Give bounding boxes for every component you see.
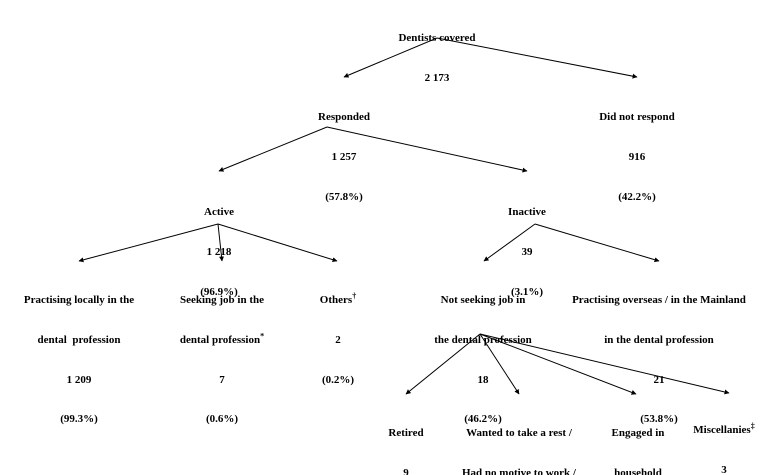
edge-active-to-seeking-job (217, 223, 225, 262)
node-label: Retired (388, 427, 424, 440)
node-miscellanies: Miscellanies‡ 3 (16.7%) (680, 398, 768, 475)
node-count: 2 (335, 334, 341, 347)
node-label-line2: dental profession (37, 334, 121, 347)
edge-inactive-to-not-seeking-job (483, 223, 536, 262)
edge-active-to-others (217, 223, 338, 263)
edge-not-seeking-to-retired (405, 333, 481, 395)
node-label-line2: dental profession* (158, 331, 286, 347)
node-count: 916 (628, 151, 646, 164)
node-responded: Responded 1 257 (57.8%) (264, 85, 424, 230)
node-percent: (3.1%) (510, 285, 544, 298)
node-label-text: dental profession (179, 334, 261, 347)
edge-dentists-to-did-not-respond (436, 37, 638, 79)
node-count: 7 (219, 373, 225, 386)
node-count: 21 (653, 373, 665, 386)
node-label-line1: Seeking job in the (179, 294, 265, 307)
node-household-duties: Engaged in household duties 3 (16.7%) (592, 401, 684, 475)
edge-responded-to-active (218, 126, 328, 172)
node-label: Miscellanies‡ (680, 421, 768, 437)
node-label: Dentists covered (398, 32, 476, 45)
node-label-text: Miscellanies (693, 424, 751, 437)
edge-not-seeking-to-household-duties (479, 333, 637, 395)
edge-inactive-to-practising-overseas (534, 223, 660, 263)
node-count: 3 (721, 464, 727, 475)
node-count: 39 (521, 246, 533, 259)
node-dentists-covered: Dentists covered 2 173 (357, 6, 517, 112)
edge-responded-to-inactive (326, 126, 528, 173)
footnote-marker-double-dagger: ‡ (750, 421, 755, 431)
node-label-line1: Wanted to take a rest / (466, 427, 572, 440)
footnote-marker-asterisk: * (260, 331, 265, 341)
footnote-marker-dagger: † (352, 291, 357, 301)
node-count: 1 257 (331, 151, 357, 164)
node-not-seeking-job: Not seeking job in the dental profession… (408, 268, 558, 453)
edge-not-seeking-to-wanted-rest (479, 333, 520, 395)
node-label-line2: the dental profession (434, 334, 532, 347)
node-percent: (96.9%) (200, 285, 238, 298)
edge-dentists-to-responded (343, 37, 438, 78)
node-label-text: Others (319, 294, 353, 307)
node-label-line1: Engaged in (611, 427, 665, 440)
node-percent: (42.2%) (618, 190, 656, 203)
node-count: 1 218 (206, 246, 232, 259)
node-practising-overseas: Practising overseas / in the Mainland in… (551, 268, 767, 453)
node-percent: (46.2%) (464, 413, 502, 426)
node-count: 2 173 (424, 72, 450, 85)
node-seeking-job: Seeking job in the dental profession* 7 … (158, 268, 286, 453)
node-count: 1 209 (66, 373, 92, 386)
node-inactive: Inactive 39 (3.1%) (447, 180, 607, 325)
edge-active-to-practising-locally (78, 223, 219, 263)
node-percent: (57.8%) (325, 190, 363, 203)
node-count: 9 (403, 467, 409, 475)
node-percent: (0.6%) (205, 413, 239, 426)
node-label-line2: household (614, 467, 662, 475)
node-retired: Retired 9 (50.0%) (352, 401, 460, 475)
node-others: Others† 2 (0.2%) (288, 268, 388, 413)
node-percent: (99.3%) (60, 413, 98, 426)
node-label: Active (204, 206, 234, 219)
node-label-line1: Not seeking job in (440, 294, 526, 307)
node-label: Did not respond (599, 111, 675, 124)
node-label-line1: Practising overseas / in the Mainland (572, 294, 746, 307)
node-wanted-rest: Wanted to take a rest / Had no motive to… (444, 401, 594, 475)
node-did-not-respond: Did not respond 916 (42.2%) (557, 85, 717, 230)
node-label: Inactive (508, 206, 546, 219)
node-label-line2: Had no motive to work / (462, 467, 576, 475)
node-practising-locally: Practising locally in the dental profess… (2, 268, 156, 453)
node-active: Active 1 218 (96.9%) (139, 180, 299, 325)
node-count: 18 (477, 373, 489, 386)
node-label-line2: in the dental profession (604, 334, 714, 347)
node-label: Others† (288, 291, 388, 307)
node-label-line1: Practising locally in the (23, 294, 135, 307)
node-percent: (0.2%) (321, 373, 355, 386)
edge-not-seeking-to-miscellanies (479, 333, 730, 395)
node-percent: (53.8%) (640, 413, 678, 426)
node-label: Responded (318, 111, 370, 124)
